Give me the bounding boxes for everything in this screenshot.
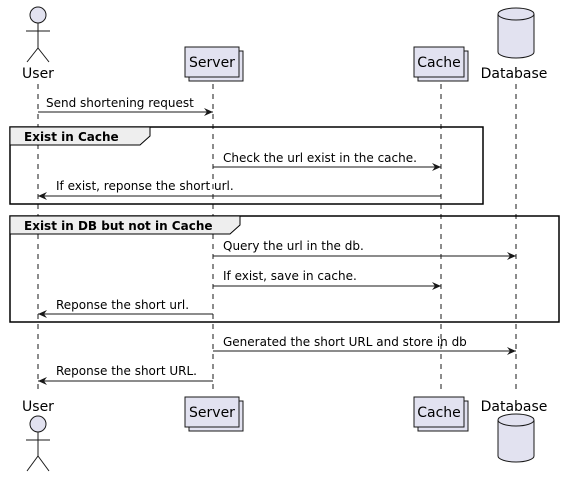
message-label: Send shortening request [46,96,194,110]
participant-server-label: Server [189,405,235,421]
message-label: Reponse the short URL. [56,364,197,378]
message-label: Query the url in the db. [223,239,364,253]
participant-database-label: Database [481,399,548,415]
participant-server-label: Server [189,55,235,71]
participant-server-box [184,46,244,82]
message-label: Check the url exist in the cache. [223,151,417,165]
message-label: Reponse the short url. [56,298,189,312]
user-actor-icon [26,6,50,63]
participant-cache-label: Cache [417,405,461,421]
fragment-frame [9,126,484,205]
user-actor-icon [26,415,50,472]
database-icon [497,413,535,463]
fragment-frame [9,215,560,323]
fragment-title: Exist in Cache [24,130,119,144]
participant-database-label: Database [481,66,548,82]
message-label: Generated the short URL and store in db [223,335,467,349]
participant-cache-label: Cache [417,55,461,71]
participant-user-label: User [22,399,54,415]
participant-user-label: User [22,66,54,82]
participant-cache-box [413,396,469,432]
participant-server-box [184,396,244,432]
message-label: If exist, save in cache. [223,269,357,283]
fragment-header [9,215,241,235]
fragment-title: Exist in DB but not in Cache [24,219,213,233]
message-label: If exist, reponse the short url. [56,179,234,193]
fragment-header [9,126,151,146]
participant-cache-box [413,46,469,82]
database-icon [497,7,535,59]
